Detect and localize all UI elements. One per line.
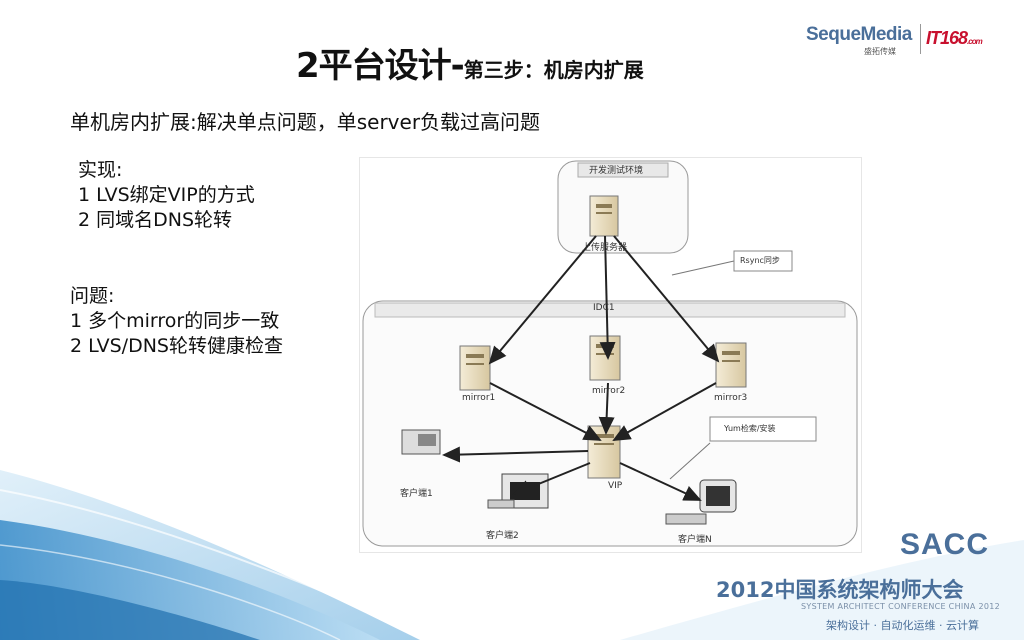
title-main: 2平台设计- <box>296 46 465 86</box>
arrow-upload-to-mirror1 <box>488 235 597 365</box>
client1-computer-icon <box>401 429 441 455</box>
arrow-mirror3-to-vip <box>612 382 717 441</box>
conference-title-cn: 2012中国系统架构师大会 <box>716 578 964 602</box>
sponsor-logos: SequeMedia 盛拓传媒 IT168.com <box>806 22 1006 62</box>
seque-media-subtitle: 盛拓传媒 <box>864 47 896 56</box>
upload-server-label: 上传服务器 <box>582 243 628 253</box>
arrow-vip-to-client1 <box>442 446 589 463</box>
client-label: 客户端1 <box>400 489 433 499</box>
architecture-diagram: 开发测试环境 上传服务器 Rsync同步 IDC1 mirror1 mirror… <box>359 157 862 553</box>
logo-divider <box>920 24 921 54</box>
arrow-vip-to-client2 <box>512 462 591 496</box>
it168-suffix: .com <box>967 37 983 46</box>
issues-block: 问题: 1 多个mirror的同步一致 2 LVS/DNS轮转健康检查 <box>70 284 283 359</box>
issues-item: 1 多个mirror的同步一致 <box>70 310 280 332</box>
diagram-canvas <box>362 160 858 547</box>
arrow-mirror2-to-vip <box>598 382 615 435</box>
title-sub: 第三步：机房内扩展 <box>463 58 644 82</box>
implementation-heading: 实现: <box>78 159 123 181</box>
sacc-logo: SACC <box>900 528 990 561</box>
implementation-item: 2 同域名DNS轮转 <box>78 209 233 231</box>
arrow-upload-to-mirror2 <box>599 235 616 360</box>
arrow-vip-to-clientn <box>619 462 702 501</box>
issues-heading: 问题: <box>70 285 115 307</box>
slide-title: 2平台设计-第三步：机房内扩展 <box>296 38 644 87</box>
implementation-block: 实现: 1 LVS绑定VIP的方式 2 同域名DNS轮转 <box>78 158 255 233</box>
rsync-label: Rsync同步 <box>740 256 780 265</box>
conference-tagline: 架构设计 · 自动化运维 · 云计算 <box>826 619 979 632</box>
mirror-label: mirror3 <box>714 393 748 403</box>
mirror-label: mirror2 <box>592 386 626 396</box>
vip-server-icon <box>587 425 621 479</box>
idc-header <box>374 302 846 318</box>
mirror2-icon <box>589 335 621 381</box>
arrow-upload-to-mirror3 <box>613 235 720 363</box>
idc-label: IDC1 <box>593 303 615 313</box>
vip-label: VIP <box>608 481 623 491</box>
seque-media-logo: SequeMedia <box>806 24 912 45</box>
dev-env-label: 开发测试环境 <box>589 166 644 176</box>
rsync-box <box>733 250 793 272</box>
slide-subtitle: 单机房内扩展:解决单点问题，单server负载过高问题 <box>70 110 541 134</box>
mirror-label: mirror1 <box>462 393 496 403</box>
rsync-leader-line <box>671 260 735 276</box>
clientn-computer-icon <box>665 479 737 525</box>
mirror3-icon <box>715 342 747 388</box>
it168-text: IT168 <box>926 28 968 48</box>
upload-server-icon <box>589 195 619 237</box>
implementation-item: 1 LVS绑定VIP的方式 <box>78 184 255 206</box>
mirror1-icon <box>459 345 491 391</box>
conference-title-en: SYSTEM ARCHITECT CONFERENCE CHINA 2012 <box>801 602 1001 611</box>
dev-env-header <box>577 162 669 178</box>
client-label: 客户端2 <box>486 531 519 541</box>
it168-logo: IT168.com <box>926 28 983 49</box>
client-label: 客户端N <box>678 535 712 545</box>
yum-box <box>709 416 817 442</box>
issues-item: 2 LVS/DNS轮转健康检查 <box>70 335 283 357</box>
arrow-mirror1-to-vip <box>489 382 602 441</box>
yum-label: Yum检索/安装 <box>724 424 776 433</box>
yum-leader-line <box>669 442 711 480</box>
